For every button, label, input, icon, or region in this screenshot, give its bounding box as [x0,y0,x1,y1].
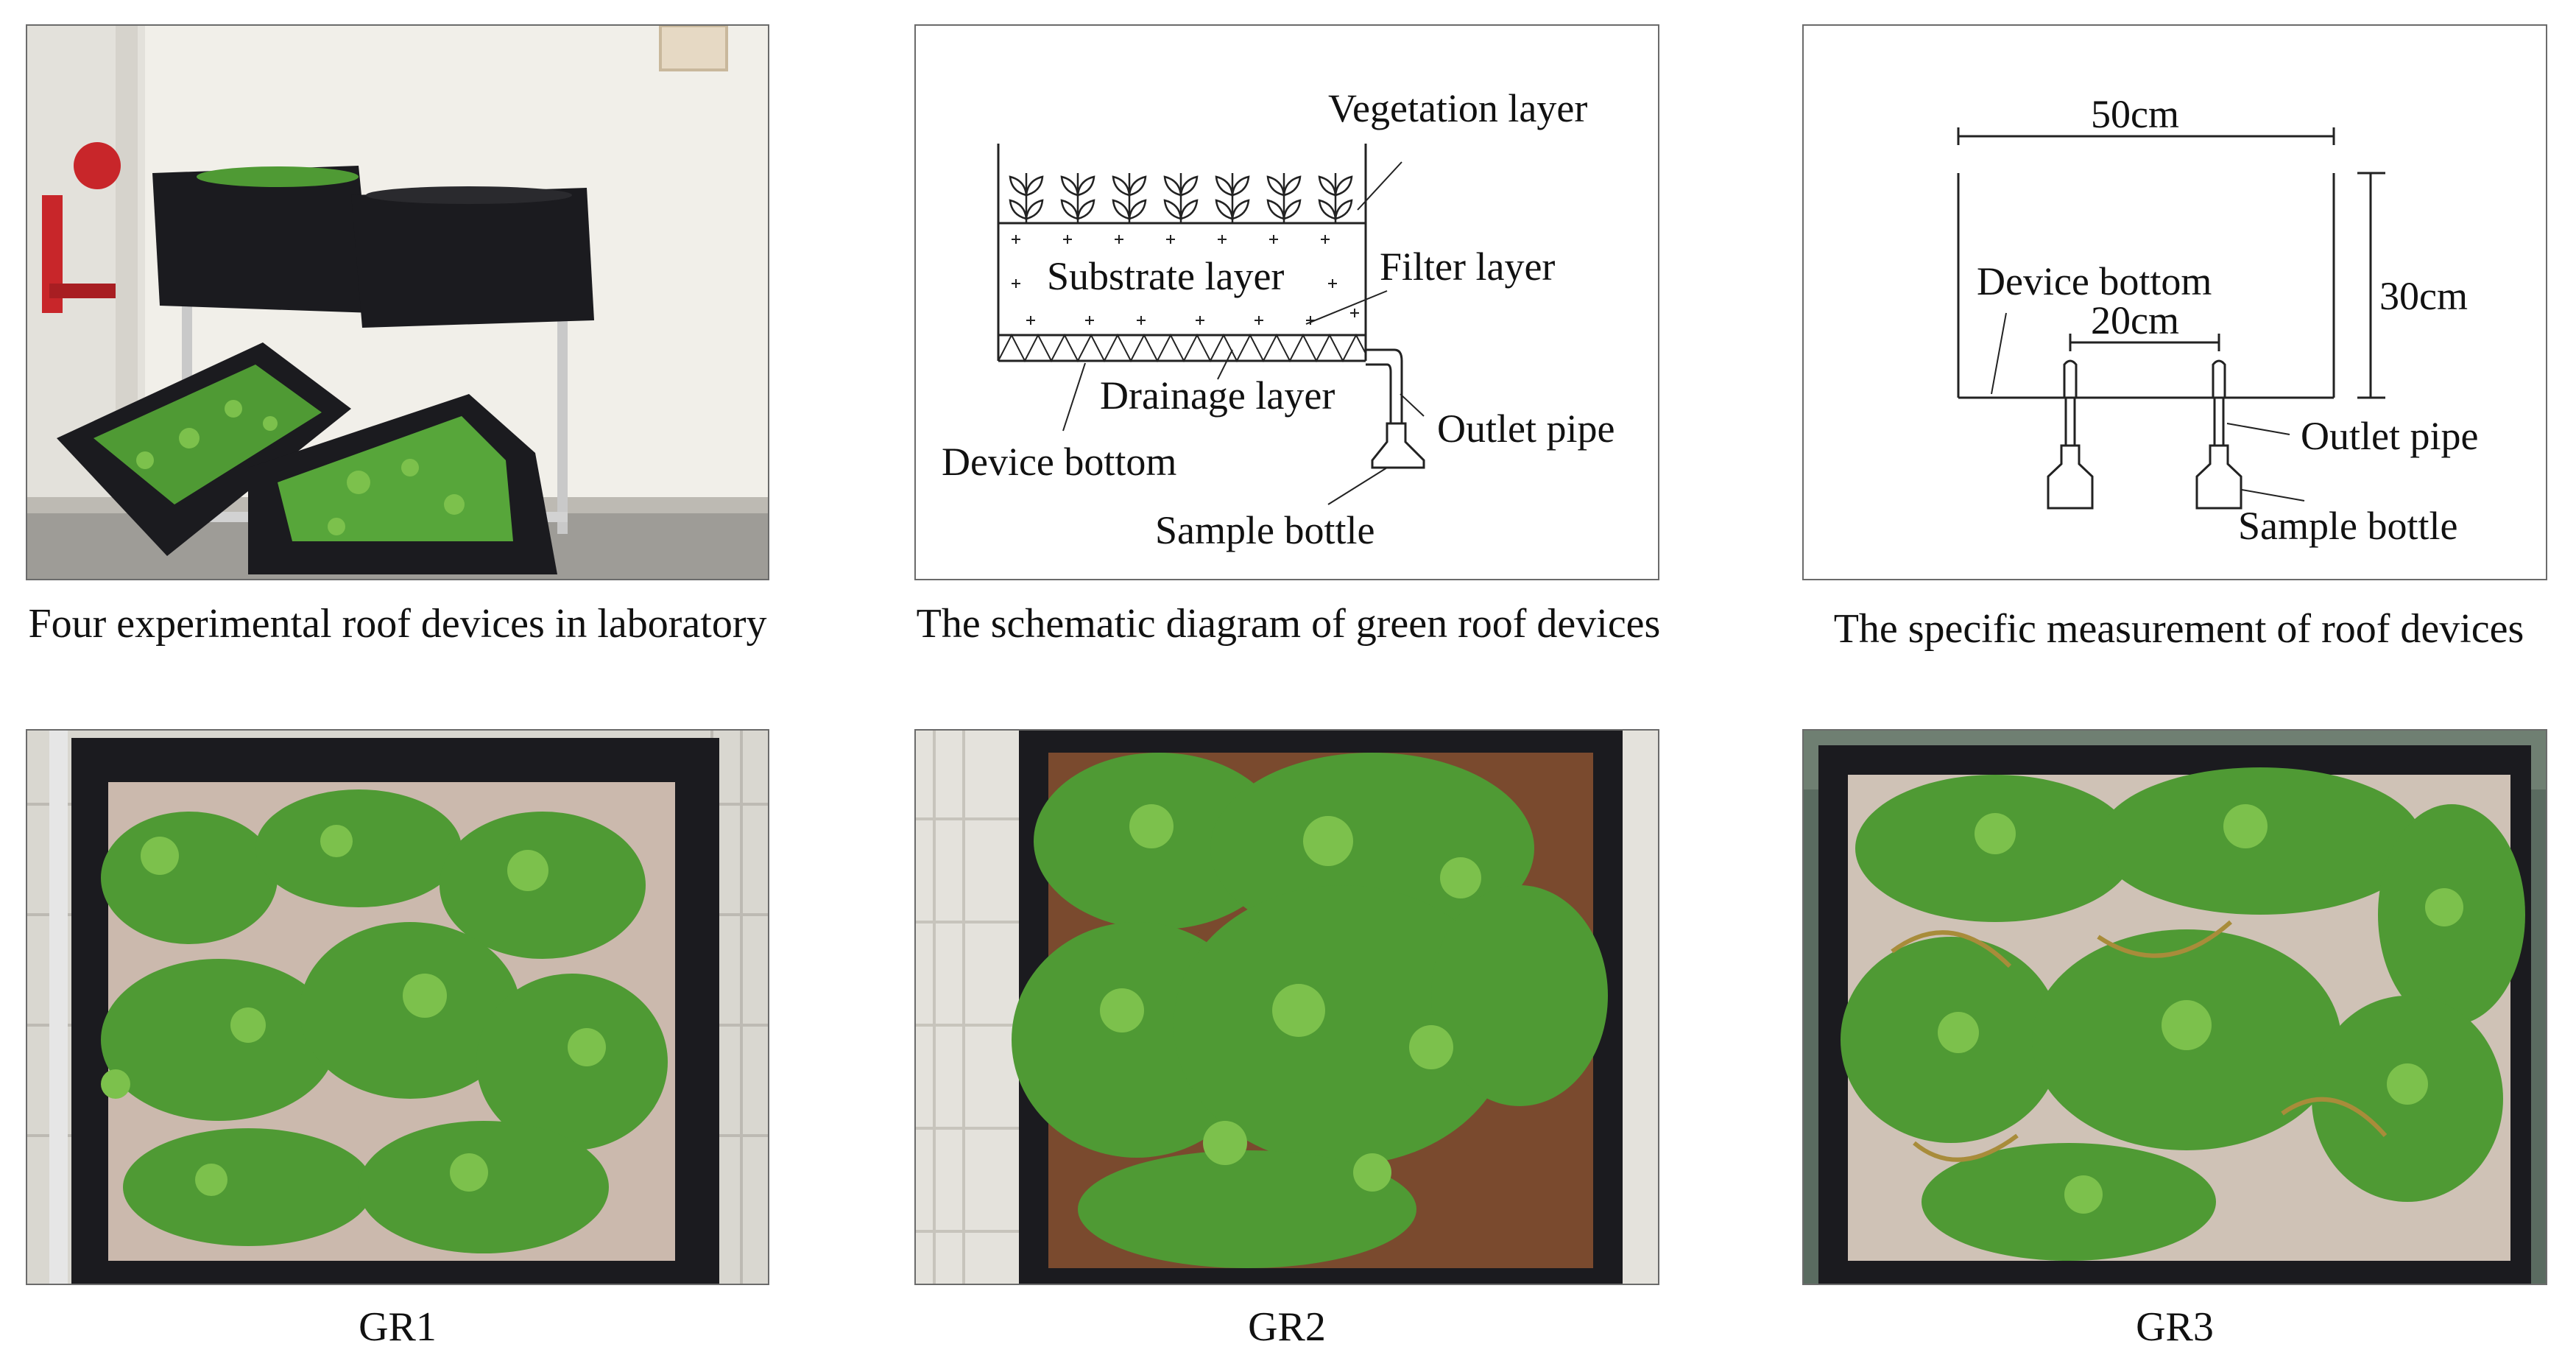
label-sample-bottle: Sample bottle [2238,504,2457,548]
gr1-caption: GR1 [359,1304,437,1350]
gr3-caption: GR3 [2136,1304,2214,1350]
substrate-texture [1012,235,1359,325]
label-height: 30cm [2379,274,2468,318]
gr2-caption: GR2 [1248,1304,1326,1350]
label-outlet-pipe: Outlet pipe [2301,414,2478,458]
schematic-diagram: Vegetation layer Substrate layer Filter … [942,86,1615,552]
label-device-bottom: Device bottom [1977,259,2212,303]
leader-lines [1062,161,1425,505]
label-device-bottom: Device bottom [942,440,1176,484]
gr1-photo-panel [26,729,769,1285]
label-outlet-pipe: Outlet pipe [1437,407,1615,451]
leader-lines [1991,312,2305,502]
label-spacing: 20cm [2091,298,2179,342]
gr2-photo [916,731,1658,1284]
lab-photo [27,26,768,579]
label-vegetation-layer: Vegetation layer [1328,86,1587,130]
label-width: 50cm [2091,92,2179,136]
sample-bottle-icon [1371,422,1425,469]
gr3-photo [1804,731,2546,1284]
lab-photo-caption: Four experimental roof devices in labora… [28,601,767,647]
measurement-panel: 50cm 30cm 20cm Device bottom Outlet pipe… [1802,24,2547,580]
measurement-caption: The specific measurement of roof devices [1833,606,2524,652]
measurement-diagram: 50cm 30cm 20cm Device bottom Outlet pipe… [1957,92,2478,548]
vegetation-plants [1009,173,1353,223]
schematic-panel: Vegetation layer Substrate layer Filter … [914,24,1659,580]
schematic-caption: The schematic diagram of green roof devi… [916,601,1661,647]
sample-bottle-icon [2047,444,2094,510]
gr1-photo [27,731,768,1284]
label-sample-bottle: Sample bottle [1155,508,1375,552]
label-substrate-layer: Substrate layer [1047,254,1284,298]
label-drainage-layer: Drainage layer [1100,373,1335,418]
label-filter-layer: Filter layer [1380,245,1555,289]
gr2-photo-panel [914,729,1659,1285]
sample-bottle-icon [2195,444,2242,510]
lab-photo-panel [26,24,769,580]
gr3-photo-panel [1802,729,2547,1285]
